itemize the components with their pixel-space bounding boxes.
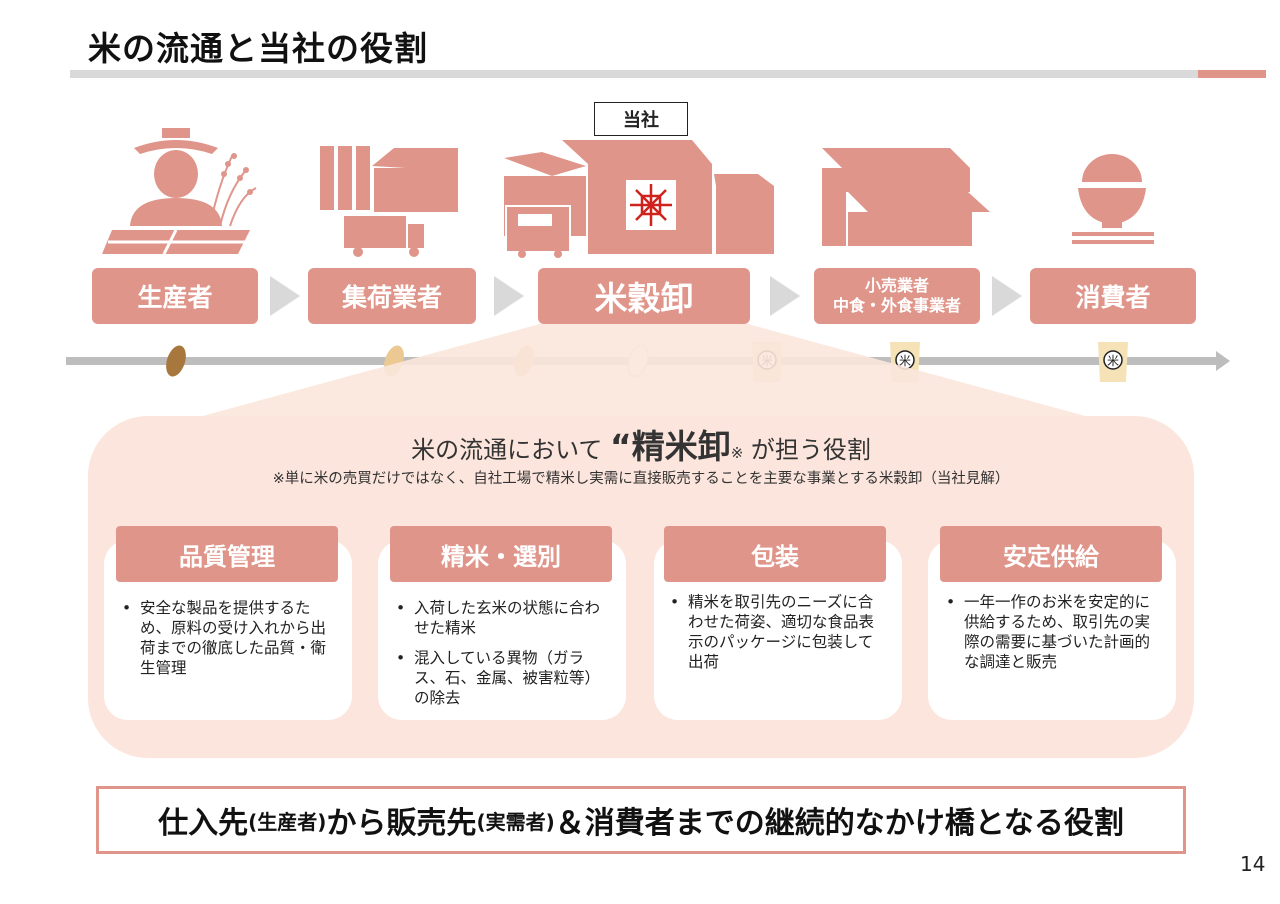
retail-store-icon bbox=[822, 148, 990, 246]
statement-part: から販売先 bbox=[326, 806, 477, 841]
role-card-title: 安定供給 bbox=[940, 526, 1162, 582]
role-card-title: 包装 bbox=[664, 526, 886, 582]
heading-footnote-mark: ※ bbox=[730, 444, 744, 462]
role-card-body: 安全な製品を提供するため、原料の受け入れから出荷までの徹底した品質・衛生管理 bbox=[118, 598, 332, 688]
stage-producer: 生産者 bbox=[92, 268, 258, 324]
role-panel-note: ※単に米の売買だけではなく、自社工場で精米し実需に直接販売することを主要な事業と… bbox=[272, 471, 1010, 487]
role-bullet: 精米を取引先のニーズに合わせた荷姿、適切な食品表示のパッケージに包装して出荷 bbox=[666, 592, 880, 672]
stage-label: 消費者 bbox=[1075, 283, 1151, 312]
rice-bag-icon: 米 bbox=[1098, 342, 1128, 382]
flow-arrow bbox=[494, 276, 524, 316]
bottom-statement: 仕入先(生産者)から販売先(実需者)＆消費者までの継続的なかけ橋となる役割 bbox=[96, 786, 1186, 854]
statement-part: (実需者) bbox=[476, 809, 555, 834]
rice-grain-icon bbox=[166, 345, 186, 377]
flow-arrow bbox=[270, 276, 300, 316]
stage-retailer: 小売業者 中食・外食事業者 bbox=[814, 268, 980, 324]
rice-bowl-icon bbox=[1072, 154, 1154, 244]
role-card-body: 精米を取引先のニーズに合わせた荷姿、適切な食品表示のパッケージに包装して出荷 bbox=[666, 592, 880, 682]
role-bullet: 一年一作のお米を安定的に供給するため、取引先の実際の需要に基づいた計画的な調達と… bbox=[942, 592, 1156, 672]
svg-text:米: 米 bbox=[899, 354, 911, 368]
statement-part: 仕入先 bbox=[158, 806, 249, 841]
stage-consumer: 消費者 bbox=[1030, 268, 1196, 324]
role-bullet: 混入している異物（ガラス、石、金属、被害粒等）の除去 bbox=[392, 648, 606, 708]
farmer-icon bbox=[102, 128, 257, 255]
page-number: 14 bbox=[1240, 852, 1266, 876]
heading-text: が担う役割 bbox=[750, 436, 871, 464]
stage-collector: 集荷業者 bbox=[308, 268, 476, 324]
role-card-title: 精米・選別 bbox=[390, 526, 612, 582]
rice-wholesaler-factory-icon bbox=[504, 140, 774, 258]
role-card-title: 品質管理 bbox=[116, 526, 338, 582]
role-card-body: 入荷した玄米の状態に合わせた精米 混入している異物（ガラス、石、金属、被害粒等）… bbox=[392, 598, 606, 718]
stage-rice-wholesaler: 米穀卸 bbox=[538, 268, 750, 324]
collector-warehouse-icon bbox=[320, 146, 458, 257]
heading-text: 米の流通において bbox=[411, 436, 603, 464]
title-underline bbox=[70, 70, 1198, 78]
role-panel-heading: 米の流通において “精米卸※ が担う役割 bbox=[88, 420, 1194, 468]
page-title: 米の流通と当社の役割 bbox=[88, 29, 428, 68]
title-underline-accent bbox=[1198, 70, 1266, 78]
role-bullet: 安全な製品を提供するため、原料の受け入れから出荷までの徹底した品質・衛生管理 bbox=[118, 598, 332, 678]
flow-arrow bbox=[992, 276, 1022, 316]
statement-part: ＆消費者までの継続的なかけ橋となる役割 bbox=[554, 806, 1124, 841]
stage-label: 集荷業者 bbox=[341, 283, 442, 312]
stage-label-line2: 中食・外食事業者 bbox=[832, 296, 961, 315]
stage-label-line1: 小売業者 bbox=[864, 276, 929, 295]
timeline-arrowhead bbox=[1216, 351, 1230, 371]
role-bullet: 入荷した玄米の状態に合わせた精米 bbox=[392, 598, 606, 638]
company-tag: 当社 bbox=[594, 102, 688, 136]
stage-label: 米穀卸 bbox=[594, 279, 694, 318]
flow-arrow bbox=[770, 276, 800, 316]
stage-label: 生産者 bbox=[137, 283, 213, 312]
role-card-body: 一年一作のお米を安定的に供給するため、取引先の実際の需要に基づいた計画的な調達と… bbox=[942, 592, 1156, 682]
statement-part: (生産者) bbox=[248, 809, 327, 834]
svg-text:米: 米 bbox=[1107, 354, 1119, 368]
heading-emphasis: “精米卸 bbox=[610, 427, 731, 466]
